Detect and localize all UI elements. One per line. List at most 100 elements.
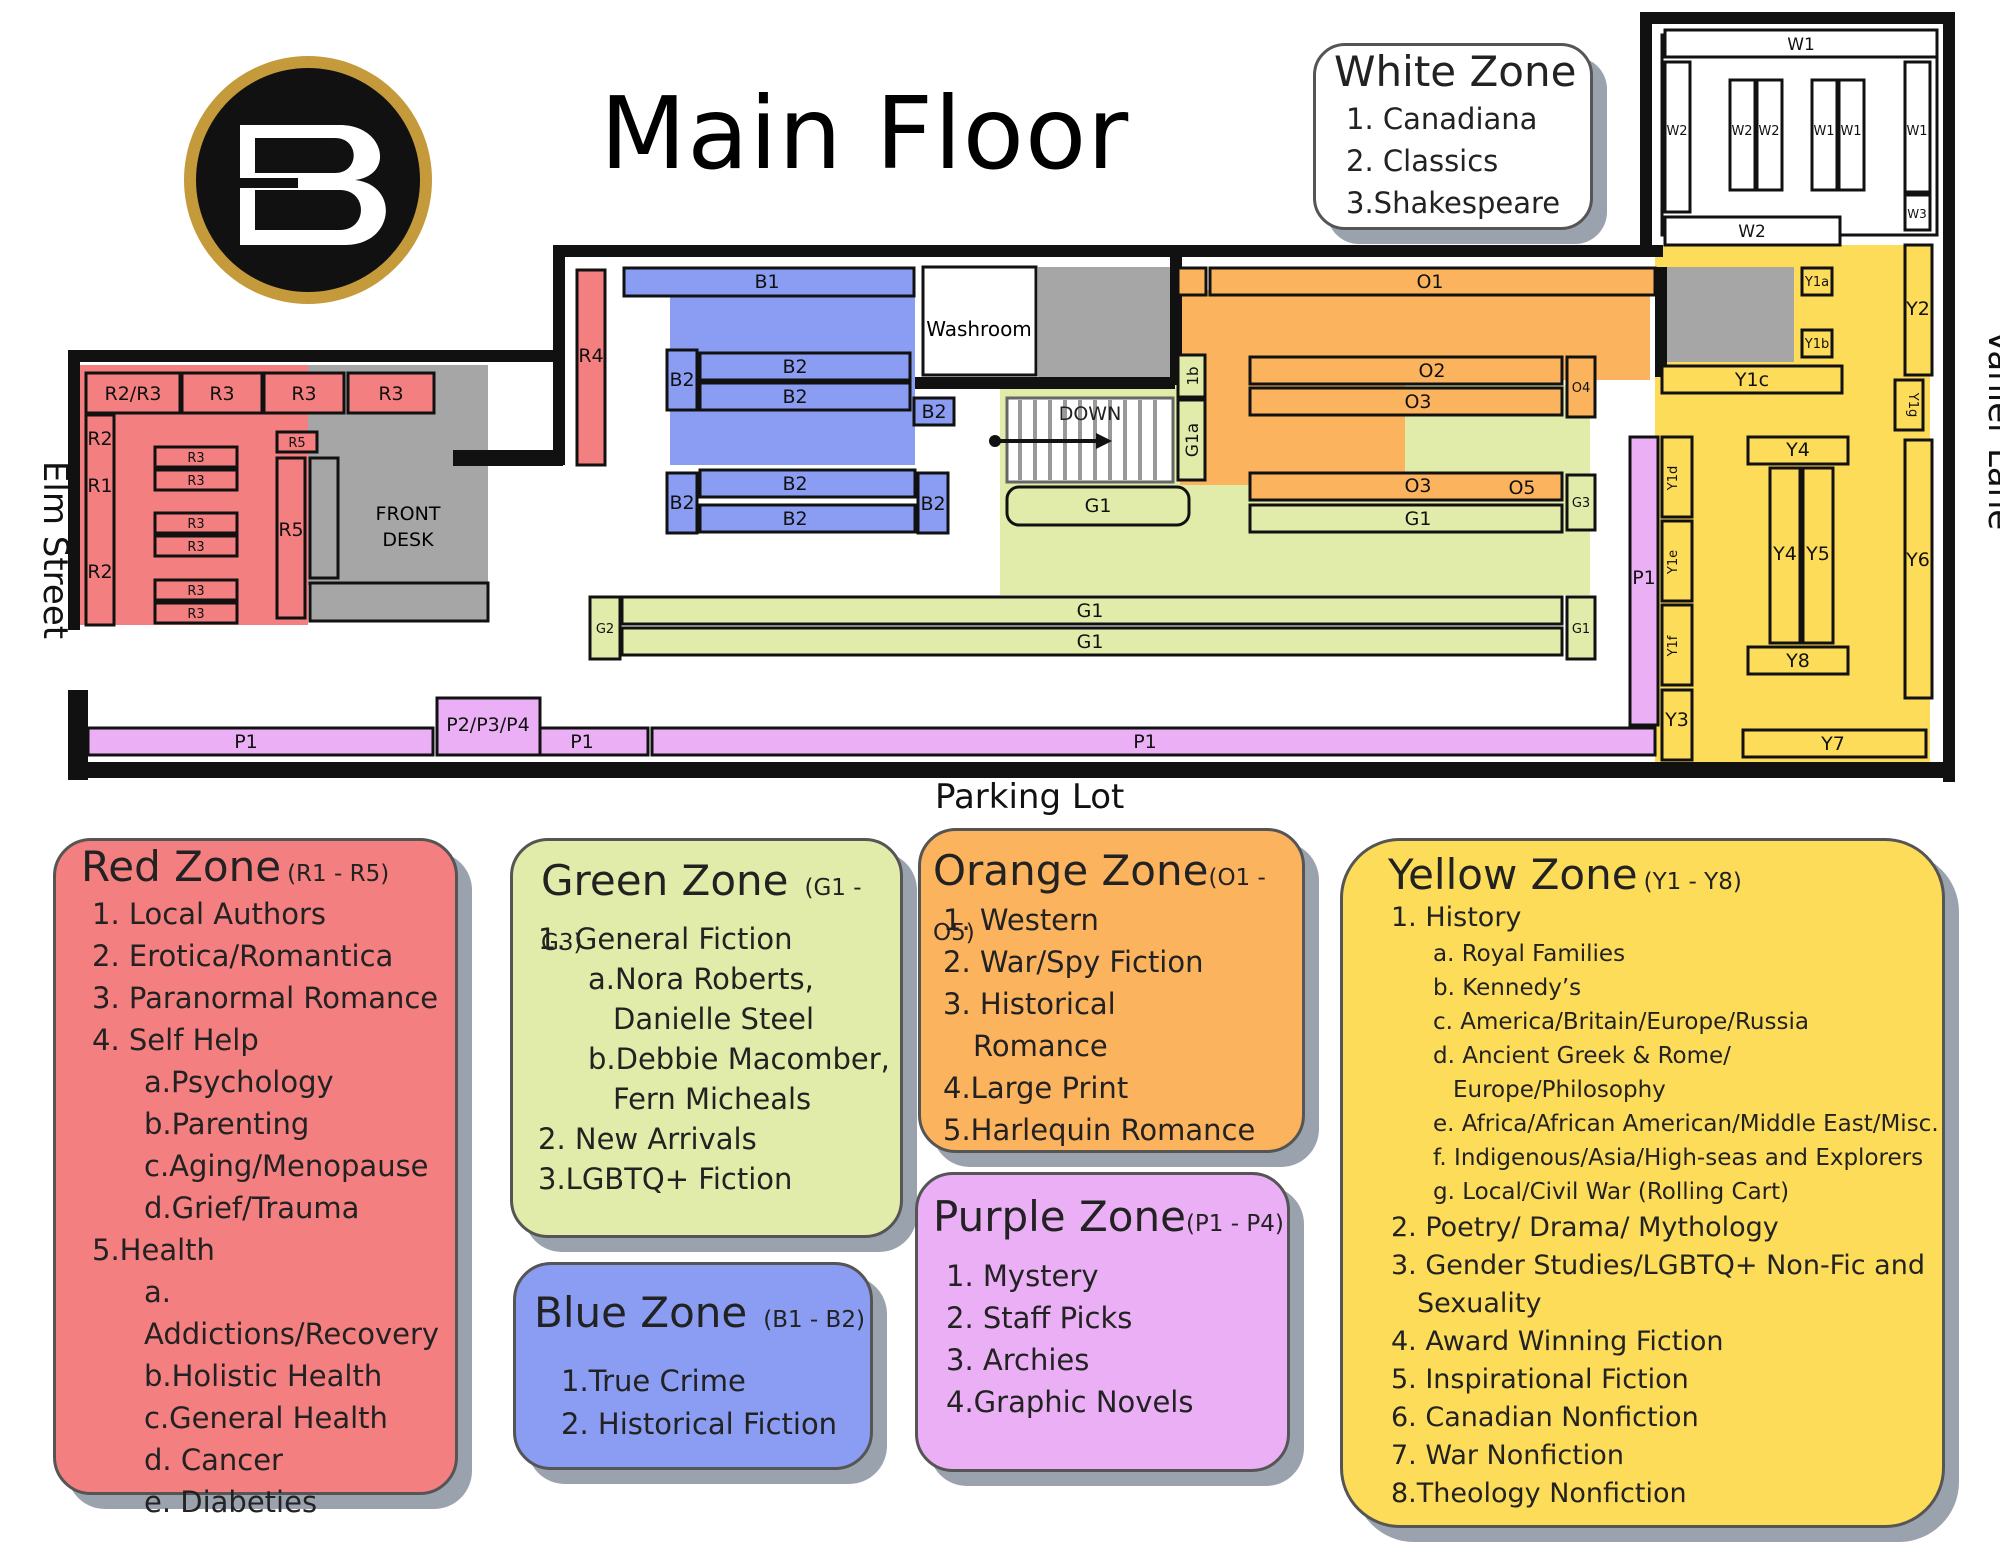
shelf-r4: R4 — [578, 345, 603, 367]
shelf-b2: B2 — [669, 492, 694, 514]
zone-item: 4.Large Print — [943, 1071, 1129, 1105]
zone-subitem: Fern Micheals — [613, 1082, 812, 1116]
orange-zone-card: Orange Zone(O1 - O5) 1. Western 2. War/S… — [918, 828, 1305, 1153]
zone-item: 3. Gender Studies/LGBTQ+ Non-Fic and — [1391, 1250, 1925, 1281]
zone-subitem: d. Ancient Greek & Rome/ — [1433, 1043, 1731, 1069]
zone-item: 2. Staff Picks — [946, 1301, 1133, 1335]
green-zone-card: Green Zone(G1 - G3) 1. General Fiction a… — [510, 838, 903, 1238]
zone-item: 5.Health — [92, 1233, 215, 1267]
shelf-y1g: Y1g — [1905, 392, 1920, 417]
down-label: DOWN — [1059, 403, 1122, 425]
zone-subitem: e. Diabeties — [144, 1485, 318, 1519]
zone-item: 2. Classics — [1346, 144, 1499, 178]
zone-item: 4. Award Winning Fiction — [1391, 1326, 1724, 1357]
shelf-g1a: G1a — [1183, 423, 1203, 457]
page-title: Main Floor — [600, 75, 1130, 192]
zone-item: 2. War/Spy Fiction — [943, 945, 1204, 979]
shelf-y1c: Y1c — [1734, 369, 1769, 391]
zone-item: 2. New Arrivals — [538, 1122, 757, 1156]
shelf-r3: R3 — [187, 540, 204, 555]
shelf-o1: O1 — [1416, 271, 1443, 293]
shelf-r3: R3 — [187, 451, 204, 466]
zone-subitem: b.Parenting — [144, 1107, 310, 1141]
shelf-w1: W1 — [1813, 124, 1834, 139]
stairs: DOWN — [989, 396, 1175, 484]
zone-item: 1. History — [1391, 902, 1522, 933]
shelf-w3: W3 — [1907, 207, 1927, 221]
shelf-b2: B2 — [782, 356, 807, 378]
zone-item: 3. Paranormal Romance — [92, 981, 439, 1015]
shelf-g1: G1 — [1077, 631, 1104, 653]
shelf-y1f: Y1f — [1666, 635, 1681, 657]
zone-title: Orange Zone — [933, 846, 1209, 895]
shelf-y7: Y7 — [1820, 733, 1845, 755]
zone-title: White Zone — [1334, 47, 1577, 96]
shelf-y4: Y4 — [1785, 439, 1810, 461]
zone-item: 3.LGBTQ+ Fiction — [538, 1162, 793, 1196]
shelf-p1: P1 — [570, 731, 594, 753]
washroom-label: Washroom — [926, 317, 1032, 341]
shelf-g1: G1 — [1405, 508, 1432, 530]
zone-subitem: a.Nora Roberts, — [588, 962, 814, 996]
zone-range: (Y1 - Y8) — [1643, 869, 1742, 895]
yellow-zone-card: Yellow Zone(Y1 - Y8) 1. History a. Royal… — [1340, 838, 1945, 1528]
zone-range: (O1 - O5) — [933, 865, 1266, 946]
zone-item: 1. Local Authors — [92, 897, 327, 931]
purple-zone-card: Purple Zone(P1 - P4) 1. Mystery 2. Staff… — [915, 1172, 1290, 1472]
white-zone-card: White Zone 1. Canadiana 2. Classics 3.Sh… — [1313, 43, 1593, 230]
shelf-y1b: Y1b — [1804, 337, 1829, 352]
shelf-b2: B2 — [920, 493, 945, 515]
shelf-g2: G2 — [596, 622, 614, 637]
zone-item: 5. Inspirational Fiction — [1391, 1364, 1689, 1395]
shelf-g1: G1 — [1077, 600, 1104, 622]
zone-subitem: a. Royal Families — [1433, 941, 1626, 967]
zone-title: Blue Zone — [534, 1288, 748, 1337]
front-desk-label: FRONT — [376, 503, 441, 525]
zone-item: 2. Historical Fiction — [561, 1407, 838, 1441]
zone-item: 3.Shakespeare — [1346, 186, 1561, 220]
shelf-g1: G1 — [1572, 622, 1590, 637]
zone-subitem: d. Cancer — [144, 1443, 283, 1477]
blue-zone-card: Blue Zone(B1 - B2) 1.True Crime 2. Histo… — [513, 1262, 873, 1470]
shelf-b2: B2 — [782, 386, 807, 408]
zone-item: 1. General Fiction — [538, 922, 793, 956]
zone-item: 4. Self Help — [92, 1023, 259, 1057]
shelf-y8: Y8 — [1785, 650, 1810, 672]
street-label-right: Vanier Lane — [1980, 329, 2000, 531]
shelf-r3: R3 — [187, 474, 204, 489]
shelf-p1: P1 — [1632, 567, 1656, 589]
shelf-w2: W2 — [1758, 124, 1779, 139]
shelf-p1: P1 — [234, 731, 258, 753]
zone-subitem: g. Local/Civil War (Rolling Cart) — [1433, 1179, 1790, 1205]
zone-subitem: b. Kennedy’s — [1433, 975, 1582, 1001]
shelf-y6: Y6 — [1905, 549, 1930, 571]
zone-range: (G1 - G3) — [541, 875, 862, 956]
zone-subitem: c. America/Britain/Europe/Russia — [1433, 1009, 1809, 1035]
shelf-y2: Y2 — [1905, 298, 1930, 320]
zone-subitem: a. Addictions/Recovery — [144, 1275, 440, 1351]
shelf-w1: W1 — [1906, 124, 1927, 139]
shelf-y3: Y3 — [1664, 709, 1689, 731]
shelf-r3: R3 — [209, 383, 234, 405]
shelf-b2: B2 — [782, 473, 807, 495]
shelf-r2r3: R2/R3 — [105, 383, 162, 405]
shelf-w2: W2 — [1738, 222, 1766, 242]
shelf-r3: R3 — [187, 517, 204, 532]
shelf-r2: R2 — [87, 561, 112, 583]
zone-item: 2. Poetry/ Drama/ Mythology — [1391, 1212, 1779, 1243]
zone-subitem: c.General Health — [144, 1401, 388, 1435]
floor-plan: Washroom DOWN FRONT DESK R2/R3 R3 R3 R3 … — [68, 12, 1955, 782]
shelf-b2: B2 — [921, 401, 946, 423]
shelf-r3: R3 — [187, 584, 204, 599]
shelf-r3: R3 — [187, 607, 204, 622]
zone-subitem: a.Psychology — [144, 1065, 334, 1099]
zone-subitem: b.Debbie Macomber, — [588, 1042, 890, 1076]
shelf-r1: R1 — [87, 475, 112, 497]
zone-item: 3. Historical — [943, 987, 1116, 1021]
shelf-b2: B2 — [782, 508, 807, 530]
zone-item: 1. Canadiana — [1346, 102, 1538, 136]
zone-item: 1. Western — [943, 903, 1099, 937]
zone-item: 8.Theology Nonfiction — [1391, 1478, 1687, 1509]
shelf-y5: Y5 — [1805, 543, 1830, 565]
shelf-r3: R3 — [378, 383, 403, 405]
